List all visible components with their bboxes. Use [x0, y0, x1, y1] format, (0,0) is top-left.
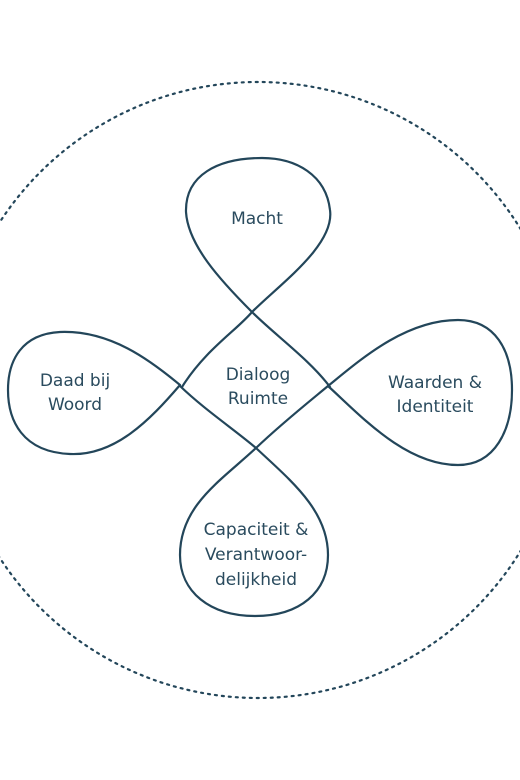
label-capaciteit: Capaciteit & — [204, 520, 309, 540]
svg-text:Capaciteit &: Capaciteit & — [204, 520, 309, 540]
outer-dotted-circle — [0, 80, 520, 700]
petal-bottom-outline — [178, 384, 330, 618]
svg-text:Woord: Woord — [48, 395, 102, 415]
svg-text:Ruimte: Ruimte — [228, 389, 288, 409]
petal-left-outline — [6, 330, 182, 456]
label-woord: Woord — [48, 395, 102, 415]
svg-text:delijkheid: delijkheid — [215, 570, 297, 590]
petal-top-outline — [180, 156, 332, 389]
label-waarden: Waarden & — [388, 373, 482, 393]
svg-text:Dialoog: Dialoog — [226, 365, 291, 385]
label-dialoog: Dialoog — [226, 365, 291, 385]
petal-right-outline — [326, 318, 514, 467]
label-identiteit: Identiteit — [397, 397, 474, 417]
label-ruimte: Ruimte — [228, 389, 288, 409]
svg-text:Identiteit: Identiteit — [397, 397, 474, 417]
svg-text:Macht: Macht — [231, 209, 283, 229]
label-daad-bij: Daad bij — [40, 371, 110, 391]
svg-text:Waarden &: Waarden & — [388, 373, 482, 393]
label-macht: Macht — [231, 209, 283, 229]
label-delijkheid: delijkheid — [215, 570, 297, 590]
svg-text:Verantwoor-: Verantwoor- — [205, 545, 307, 565]
svg-text:Daad bij: Daad bij — [40, 371, 110, 391]
label-verantwoor: Verantwoor- — [205, 545, 307, 565]
